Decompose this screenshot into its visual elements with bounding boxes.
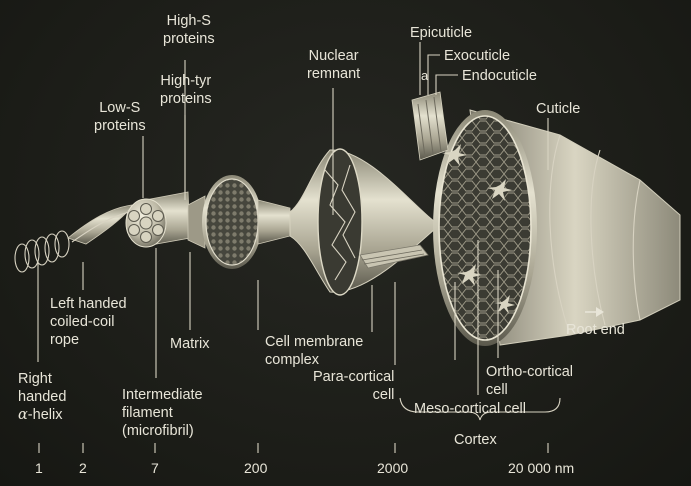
label-a-mark: a <box>421 68 429 83</box>
label-right-handed: Right handed <box>18 371 67 405</box>
intermediate-filament-bundle <box>125 191 191 248</box>
cortical-cell <box>289 148 441 296</box>
label-left-handed-coiled-coil-rope: Left handed coiled-coil rope <box>50 296 127 348</box>
scale-value-5: 2000 <box>377 460 409 476</box>
scale-value-3: 7 <box>151 460 159 476</box>
coiled-coil-rope <box>67 204 133 245</box>
leader-lines <box>37 42 561 421</box>
scale-value-4: 200 <box>244 460 268 476</box>
label-meso-cortical-cell: Meso-cortical cell <box>414 401 526 417</box>
scale-value-2: 2 <box>79 460 87 476</box>
label-intermediate-filament: Intermediate filament (microfibril) <box>122 387 203 439</box>
arrow-right-icon <box>585 307 604 317</box>
label-cortex: Cortex <box>454 432 497 448</box>
label-epicuticle: Epicuticle <box>410 25 473 41</box>
label-high-s-proteins: High-S proteins <box>163 13 215 47</box>
scale-ticks <box>38 443 549 453</box>
label-low-s-proteins: Low-S proteins <box>94 100 146 134</box>
scale-value-1: 1 <box>35 460 43 476</box>
label-matrix: Matrix <box>170 336 210 352</box>
scale-value-20000: 20 000 <box>508 460 551 476</box>
label-high-tyr-proteins: High-tyr proteins <box>160 73 212 107</box>
hair-fibre-cross-section <box>411 91 681 346</box>
label-exocuticle: Exocuticle <box>444 48 511 64</box>
label-para-cortical-cell: Para-cortical cell <box>313 369 395 403</box>
label-ortho-cortical-cell: Ortho-cortical cell <box>486 364 574 398</box>
macrofibril <box>187 175 291 269</box>
alpha-helix-coil <box>14 230 70 273</box>
label-endocuticle: Endocuticle <box>462 68 537 84</box>
alpha-helix-text: -helix <box>27 407 63 423</box>
label-cell-membrane-complex: Cell membrane complex <box>265 334 364 368</box>
label-root-end: Root end <box>566 322 625 338</box>
label-alpha-helix: α-helix <box>18 406 62 424</box>
alpha-symbol: α <box>18 407 28 423</box>
scale-unit: nm <box>554 460 575 476</box>
label-cuticle: Cuticle <box>536 101 581 117</box>
label-nuclear-remnant: Nuclear remnant <box>307 48 361 82</box>
scale-value-6: 20 000 nm <box>508 460 574 476</box>
